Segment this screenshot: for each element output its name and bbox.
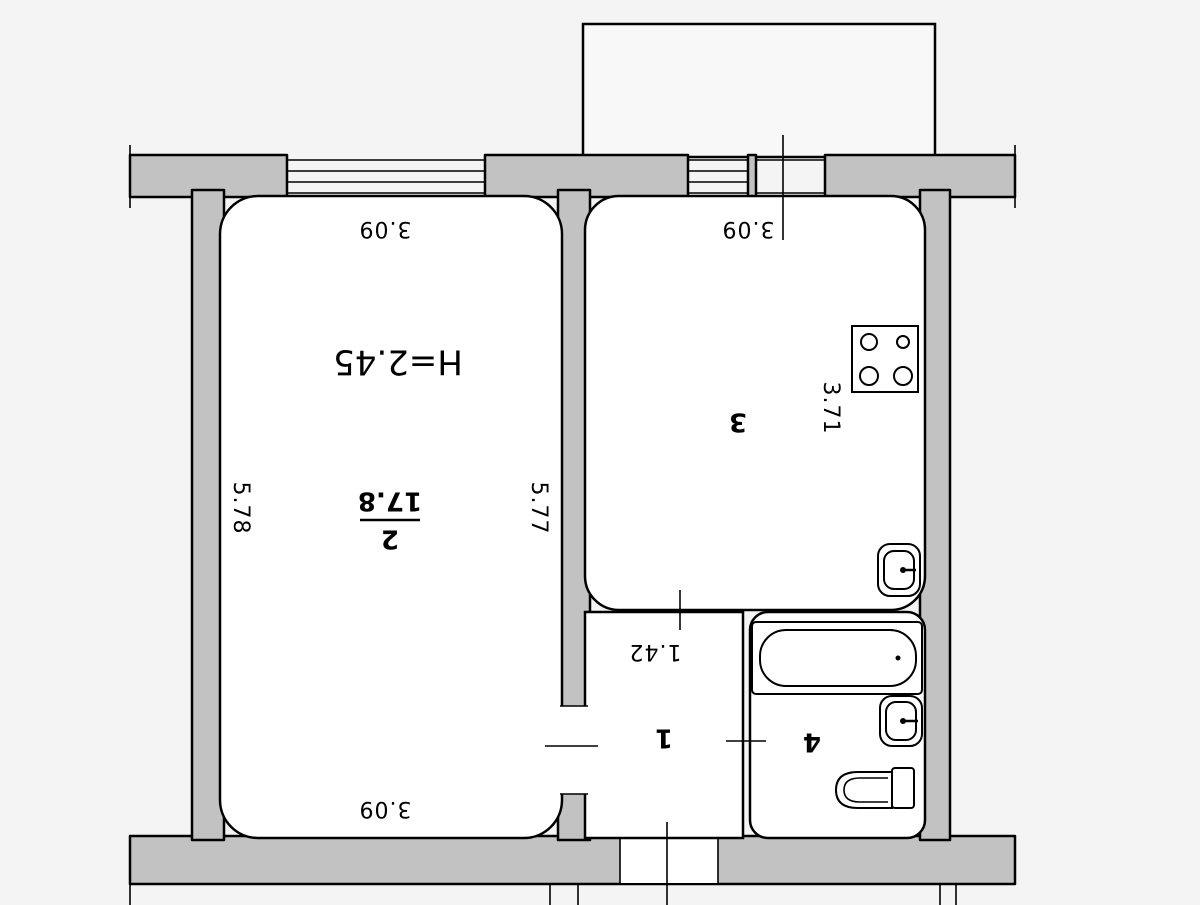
room-1 [583, 610, 745, 840]
room-2-number: 2 [381, 524, 399, 554]
bathroom-sink-icon [879, 695, 923, 747]
room-2-bottom-width: 3.09 [359, 796, 412, 821]
bottom-wall [128, 834, 1017, 886]
room-3-number: 3 [729, 407, 747, 437]
room-1-number: 1 [655, 723, 673, 753]
balcony [581, 22, 937, 159]
window-room-2 [287, 159, 485, 194]
hall-width: 1.42 [629, 639, 682, 664]
room-2-label: 2 17.8 [358, 486, 422, 554]
entry-door-opening [620, 837, 718, 883]
door-room-2 [560, 706, 588, 794]
kitchen-sink-icon [877, 543, 921, 597]
room-2-right-length: 5.77 [526, 482, 551, 535]
stove-icon [851, 325, 919, 393]
room-2-area: 17.8 [358, 486, 422, 516]
room-3 [583, 194, 927, 612]
window-room-3 [688, 159, 748, 194]
room-2-top-width: 3.09 [359, 216, 412, 241]
room-3-length: 3.71 [818, 382, 843, 435]
room-4-number: 4 [803, 727, 821, 757]
toilet-icon [834, 767, 915, 809]
room-2-left-length: 5.78 [228, 482, 253, 535]
bathtub-icon [751, 621, 923, 695]
balcony-door [756, 159, 825, 194]
room-3-top-width: 3.09 [722, 216, 775, 241]
top-wall-pillar [746, 153, 758, 199]
room-2 [218, 194, 564, 840]
dimension-ticks [545, 135, 784, 905]
ceiling-height-label: H=2.45 [333, 342, 463, 382]
